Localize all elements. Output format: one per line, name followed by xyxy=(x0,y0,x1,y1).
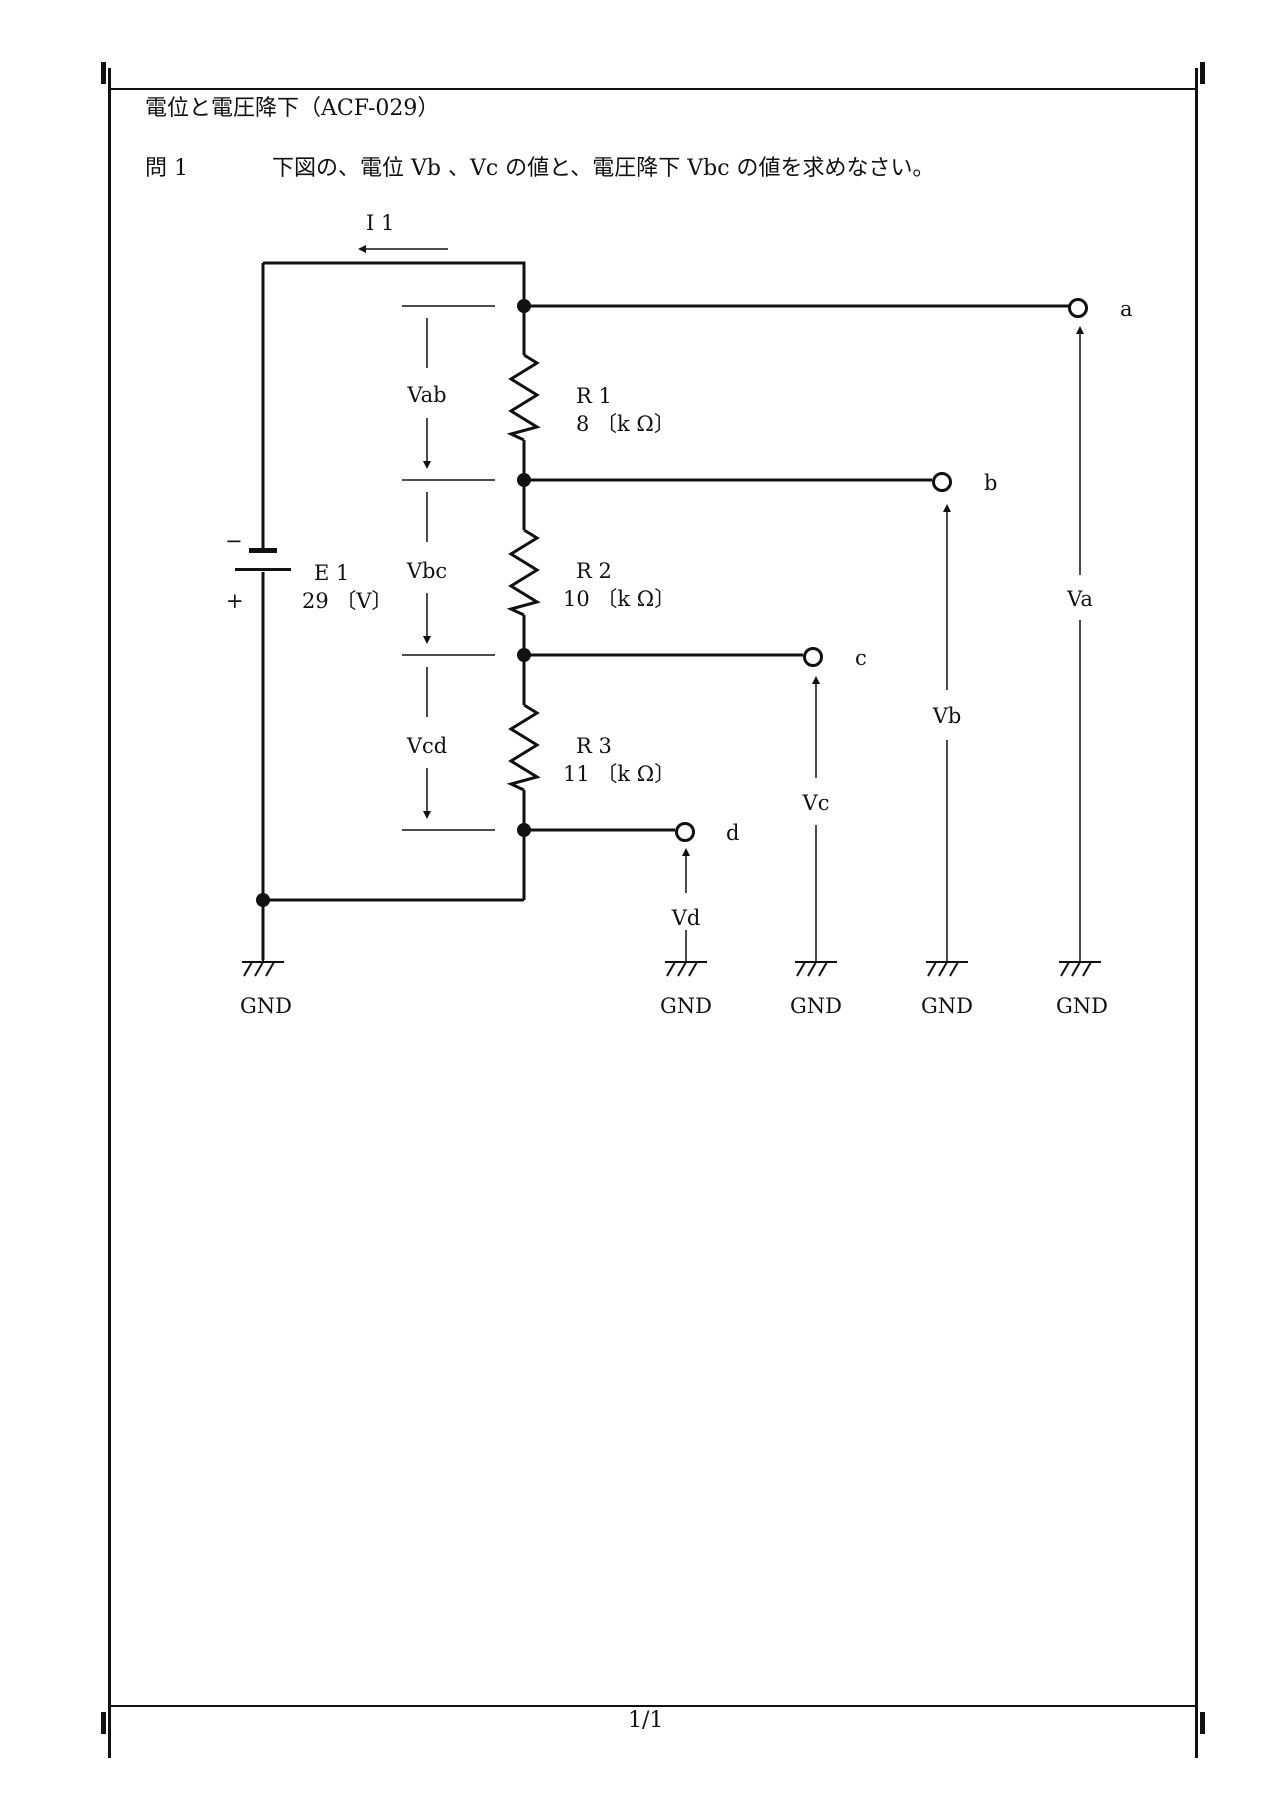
terminal-label-b: b xyxy=(984,471,997,495)
resistor-r2 xyxy=(506,528,541,617)
resistor-r3-value: 11 〔k Ω〕 xyxy=(563,762,675,786)
terminal-label-c: c xyxy=(855,646,867,670)
potential-label-va: Va xyxy=(1066,587,1093,611)
ground-symbol-vd xyxy=(665,961,707,977)
drop-label-vbc: Vbc xyxy=(406,559,447,583)
terminal-a xyxy=(1068,298,1088,318)
terminal-d xyxy=(675,822,695,842)
current-label: I 1 xyxy=(366,211,394,235)
resistor-r1-name: R 1 xyxy=(576,384,612,408)
ground-symbol-battery xyxy=(242,960,284,977)
gnd-label-battery: GND xyxy=(240,994,292,1018)
ground-symbol-vb xyxy=(926,961,968,977)
potential-label-vd: Vd xyxy=(671,906,701,930)
junction-dot-b xyxy=(517,473,531,487)
terminal-b xyxy=(932,472,952,492)
drop-label-vcd: Vcd xyxy=(406,734,447,758)
ground-symbol-vc xyxy=(795,961,837,977)
page-number: 1/1 xyxy=(628,1708,664,1733)
frame-bottom-border xyxy=(108,1705,1198,1707)
resistor-r1-value: 8 〔k Ω〕 xyxy=(576,412,675,436)
gnd-label-vb: GND xyxy=(921,994,973,1018)
frame-right-border xyxy=(1195,68,1198,1758)
ground-symbol-va xyxy=(1059,961,1101,977)
battery-negative-plate xyxy=(249,548,277,553)
frame-left-border xyxy=(108,68,111,1758)
terminal-label-d: d xyxy=(726,821,739,845)
resistor-r3 xyxy=(506,703,541,792)
battery-positive-plate xyxy=(235,568,291,571)
junction-dot-d xyxy=(517,823,531,837)
corner-mark-top-right xyxy=(1200,62,1205,84)
corner-mark-top-left xyxy=(101,62,106,84)
corner-mark-bottom-left xyxy=(101,1712,106,1734)
resistor-r2-value: 10 〔k Ω〕 xyxy=(563,587,675,611)
document-title: 電位と電圧降下（ACF-029） xyxy=(145,96,440,121)
terminal-c xyxy=(803,647,823,667)
drop-label-vab: Vab xyxy=(406,383,446,407)
resistor-r3-name: R 3 xyxy=(576,734,612,758)
gnd-label-va: GND xyxy=(1056,994,1108,1018)
resistor-r2-name: R 2 xyxy=(576,559,612,583)
circuit-diagram: I 1 − + E 1 29 〔V〕 R 1 8 〔k Ω〕 R 2 10 〔k… xyxy=(225,211,1133,1018)
junction-dot-c xyxy=(517,648,531,662)
battery-value: 29 〔V〕 xyxy=(302,589,393,613)
question-number: 問 1 xyxy=(145,156,188,181)
gnd-label-vc: GND xyxy=(790,994,842,1018)
question-text: 下図の、電位 Vb 、Vc の値と、電圧降下 Vbc の値を求めなさい。 xyxy=(272,156,935,181)
battery-name: E 1 xyxy=(314,561,349,585)
corner-mark-bottom-right xyxy=(1200,1712,1205,1734)
wire-top xyxy=(263,261,526,306)
battery-minus-sign: − xyxy=(225,529,243,553)
junction-dot-a xyxy=(517,299,531,313)
resistor-r1 xyxy=(506,353,541,442)
potential-label-vc: Vc xyxy=(802,791,830,815)
terminal-label-a: a xyxy=(1120,297,1133,321)
frame-top-border xyxy=(108,88,1198,90)
battery-plus-sign: + xyxy=(226,589,244,613)
potential-label-vb: Vb xyxy=(932,704,962,728)
junction-dot-ground xyxy=(256,893,270,907)
gnd-label-vd: GND xyxy=(660,994,712,1018)
